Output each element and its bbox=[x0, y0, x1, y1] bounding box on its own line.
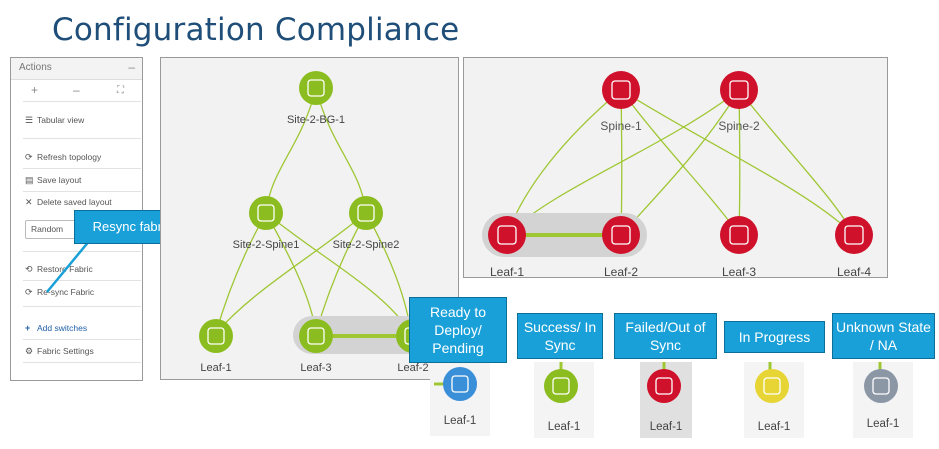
delete-saved-layout-item[interactable]: ✕Delete saved layout bbox=[25, 197, 112, 207]
refresh-topology-item[interactable]: ⟳Refresh topology bbox=[25, 152, 102, 162]
node-leaf-1 bbox=[199, 319, 233, 353]
label-leaf-1: Leaf-1 bbox=[200, 362, 231, 374]
tabular-view-item[interactable]: ☰Tabular view bbox=[25, 115, 85, 125]
node-leaf-4 bbox=[835, 216, 873, 254]
label-leaf-2: Leaf-2 bbox=[604, 265, 638, 277]
resync-icon: ⟳ bbox=[25, 287, 33, 297]
label-leaf-3: Leaf-3 bbox=[722, 265, 756, 277]
label-leaf-4: Leaf-4 bbox=[837, 265, 871, 277]
node-leaf-3 bbox=[299, 319, 333, 353]
legend-status-unknown: Unknown State / NA bbox=[832, 313, 935, 359]
refresh-icon: ⟳ bbox=[25, 152, 33, 162]
node-site2-spine1 bbox=[249, 196, 283, 230]
legend-node-progress bbox=[755, 369, 789, 403]
legend-node-unknown bbox=[864, 369, 898, 403]
legend-node-label-ready: Leaf-1 bbox=[443, 415, 477, 427]
topology-site2-graph: Site-2-BG-1 Site-2-Spine1 Site-2-Spine2 … bbox=[199, 71, 443, 374]
list-icon: ☰ bbox=[25, 115, 34, 125]
legend-status-progress: In Progress bbox=[724, 321, 825, 353]
legend-node-success bbox=[544, 369, 578, 403]
legend-node-label-unknown: Leaf-1 bbox=[866, 418, 900, 430]
legend-node-label-progress: Leaf-1 bbox=[757, 421, 791, 433]
node-leaf-2 bbox=[602, 216, 640, 254]
actions-header: Actions – bbox=[11, 58, 142, 80]
zoom-out-button[interactable]: – bbox=[73, 83, 80, 97]
fabric-settings-item[interactable]: ⚙Fabric Settings bbox=[25, 346, 94, 356]
legend-node-ready bbox=[443, 367, 477, 401]
node-leaf-1 bbox=[488, 216, 526, 254]
label-leaf-3: Leaf-3 bbox=[300, 362, 331, 374]
save-layout-item[interactable]: ▤Save layout bbox=[25, 175, 82, 185]
label-site2-spine2: Site-2-Spine2 bbox=[333, 239, 400, 251]
actions-title: Actions bbox=[19, 62, 52, 73]
add-switches-item[interactable]: +Add switches bbox=[25, 323, 88, 333]
legend-node-label-failed: Leaf-1 bbox=[649, 421, 683, 433]
close-icon: ✕ bbox=[25, 197, 33, 207]
node-spine-1 bbox=[602, 71, 640, 109]
topology-spine-panel[interactable]: Spine-1 Spine-2 Leaf-1 Leaf-2 Leaf-3 Lea… bbox=[463, 57, 888, 278]
legend-node-failed bbox=[647, 369, 681, 403]
label-site2-bg-1: Site-2-BG-1 bbox=[287, 114, 345, 126]
label-spine-1: Spine-1 bbox=[600, 119, 642, 133]
restore-icon: ⟲ bbox=[25, 264, 33, 274]
collapse-button[interactable]: – bbox=[128, 60, 135, 74]
gear-icon: ⚙ bbox=[25, 346, 34, 356]
legend-status-success: Success/ In Sync bbox=[517, 313, 603, 359]
resync-fabric-item[interactable]: ⟳Re-sync Fabric bbox=[25, 287, 95, 297]
plus-icon: + bbox=[25, 323, 31, 333]
page-title: Configuration Compliance bbox=[52, 12, 460, 48]
legend-status-failed: Failed/Out of Sync bbox=[614, 313, 717, 359]
label-spine-2: Spine-2 bbox=[718, 119, 760, 133]
fit-screen-button[interactable]: ⛶ bbox=[117, 85, 124, 96]
legend-status-ready: Ready to Deploy/ Pending bbox=[409, 297, 507, 363]
node-site2-bg-1 bbox=[299, 71, 333, 105]
save-icon: ▤ bbox=[25, 175, 34, 185]
node-site2-spine2 bbox=[349, 196, 383, 230]
label-site2-spine1: Site-2-Spine1 bbox=[233, 239, 300, 251]
zoom-in-button[interactable]: + bbox=[31, 83, 39, 97]
node-leaf-3 bbox=[720, 216, 758, 254]
legend-node-label-success: Leaf-1 bbox=[547, 421, 581, 433]
label-leaf-2: Leaf-2 bbox=[397, 362, 428, 374]
topology-spine-graph: Spine-1 Spine-2 Leaf-1 Leaf-2 Leaf-3 Lea… bbox=[482, 71, 873, 277]
label-leaf-1: Leaf-1 bbox=[490, 265, 524, 277]
node-spine-2 bbox=[720, 71, 758, 109]
